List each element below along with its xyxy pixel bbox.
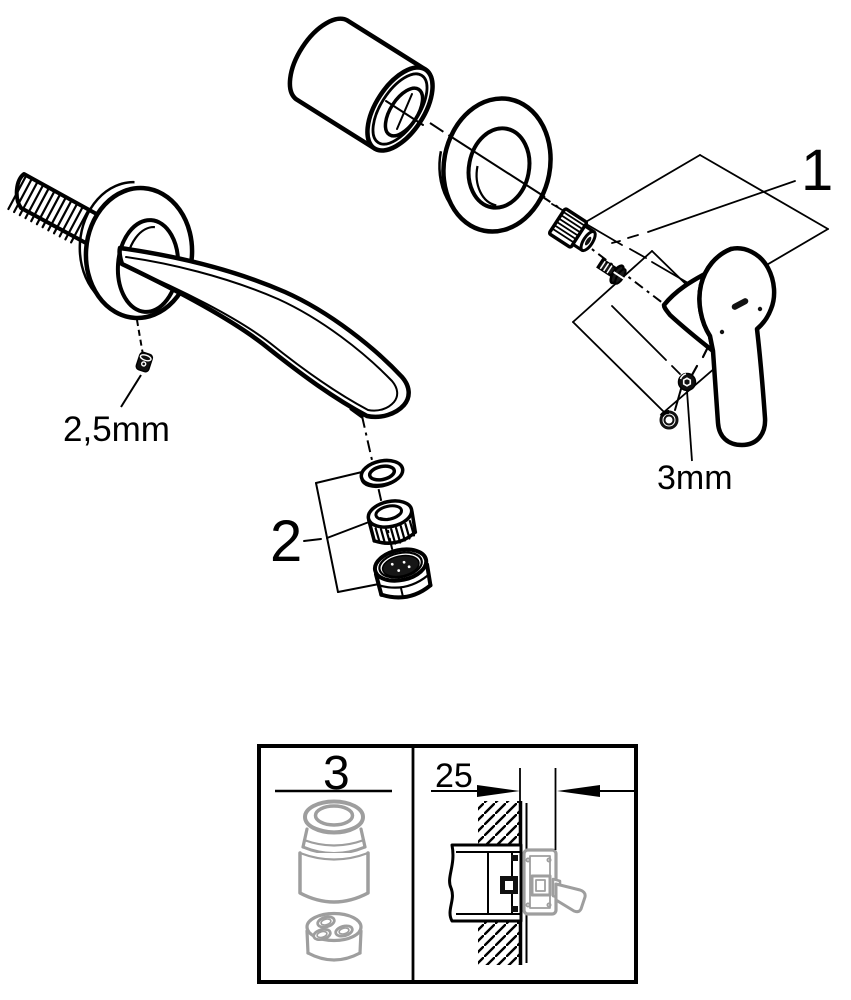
leader-2-5mm xyxy=(120,374,142,408)
inset-box: 3 xyxy=(257,744,638,984)
gasket-holes xyxy=(312,915,354,942)
base-gasket xyxy=(305,911,363,962)
callout-2: 2 xyxy=(270,509,302,574)
valve-body-section xyxy=(448,843,523,923)
concealed-cartridge xyxy=(298,799,370,904)
lever-handle xyxy=(661,246,777,448)
set-screw-3mm xyxy=(677,372,697,392)
handle-slot xyxy=(731,298,749,310)
inset-left-panel: 3 xyxy=(275,747,392,962)
callout-1-leader xyxy=(611,180,796,244)
handle-pin-hole xyxy=(719,329,725,335)
callout-2-bracket xyxy=(303,471,380,593)
cap-plug xyxy=(659,410,679,430)
escutcheon-sleeve xyxy=(287,16,435,153)
handle-pin-hole xyxy=(757,306,763,312)
cartridge-adapter xyxy=(547,207,597,253)
trim-lever xyxy=(554,882,587,914)
label-3mm: 3mm xyxy=(657,459,733,497)
dimension-25-label: 25 xyxy=(435,757,473,795)
dimension-25: 25 xyxy=(431,757,634,850)
center-mark xyxy=(385,93,424,130)
arrow-left-icon xyxy=(557,785,600,797)
label-2-5mm: 2,5mm xyxy=(63,410,170,449)
ring-axis-overlay xyxy=(449,135,546,198)
aerator-insert xyxy=(366,499,418,545)
leader-3mm xyxy=(686,390,693,462)
handle-fixing-parts: 3mm xyxy=(657,345,733,497)
inset-right-panel: 25 xyxy=(431,757,634,965)
callout-1: 1 xyxy=(801,138,833,203)
spout-assembly: 2,5mm xyxy=(7,172,411,449)
set-screw-2-5mm xyxy=(135,351,154,373)
handle-screw xyxy=(596,257,627,285)
aerator-group: 2 xyxy=(270,458,433,600)
spout-blade xyxy=(117,245,411,420)
kit-plane-upper xyxy=(551,154,829,298)
aerator-washer xyxy=(359,458,405,489)
aerator-housing xyxy=(372,547,433,600)
trim-set-gray xyxy=(522,848,587,916)
handle-body xyxy=(697,246,777,448)
arrow-right-icon xyxy=(477,785,520,797)
